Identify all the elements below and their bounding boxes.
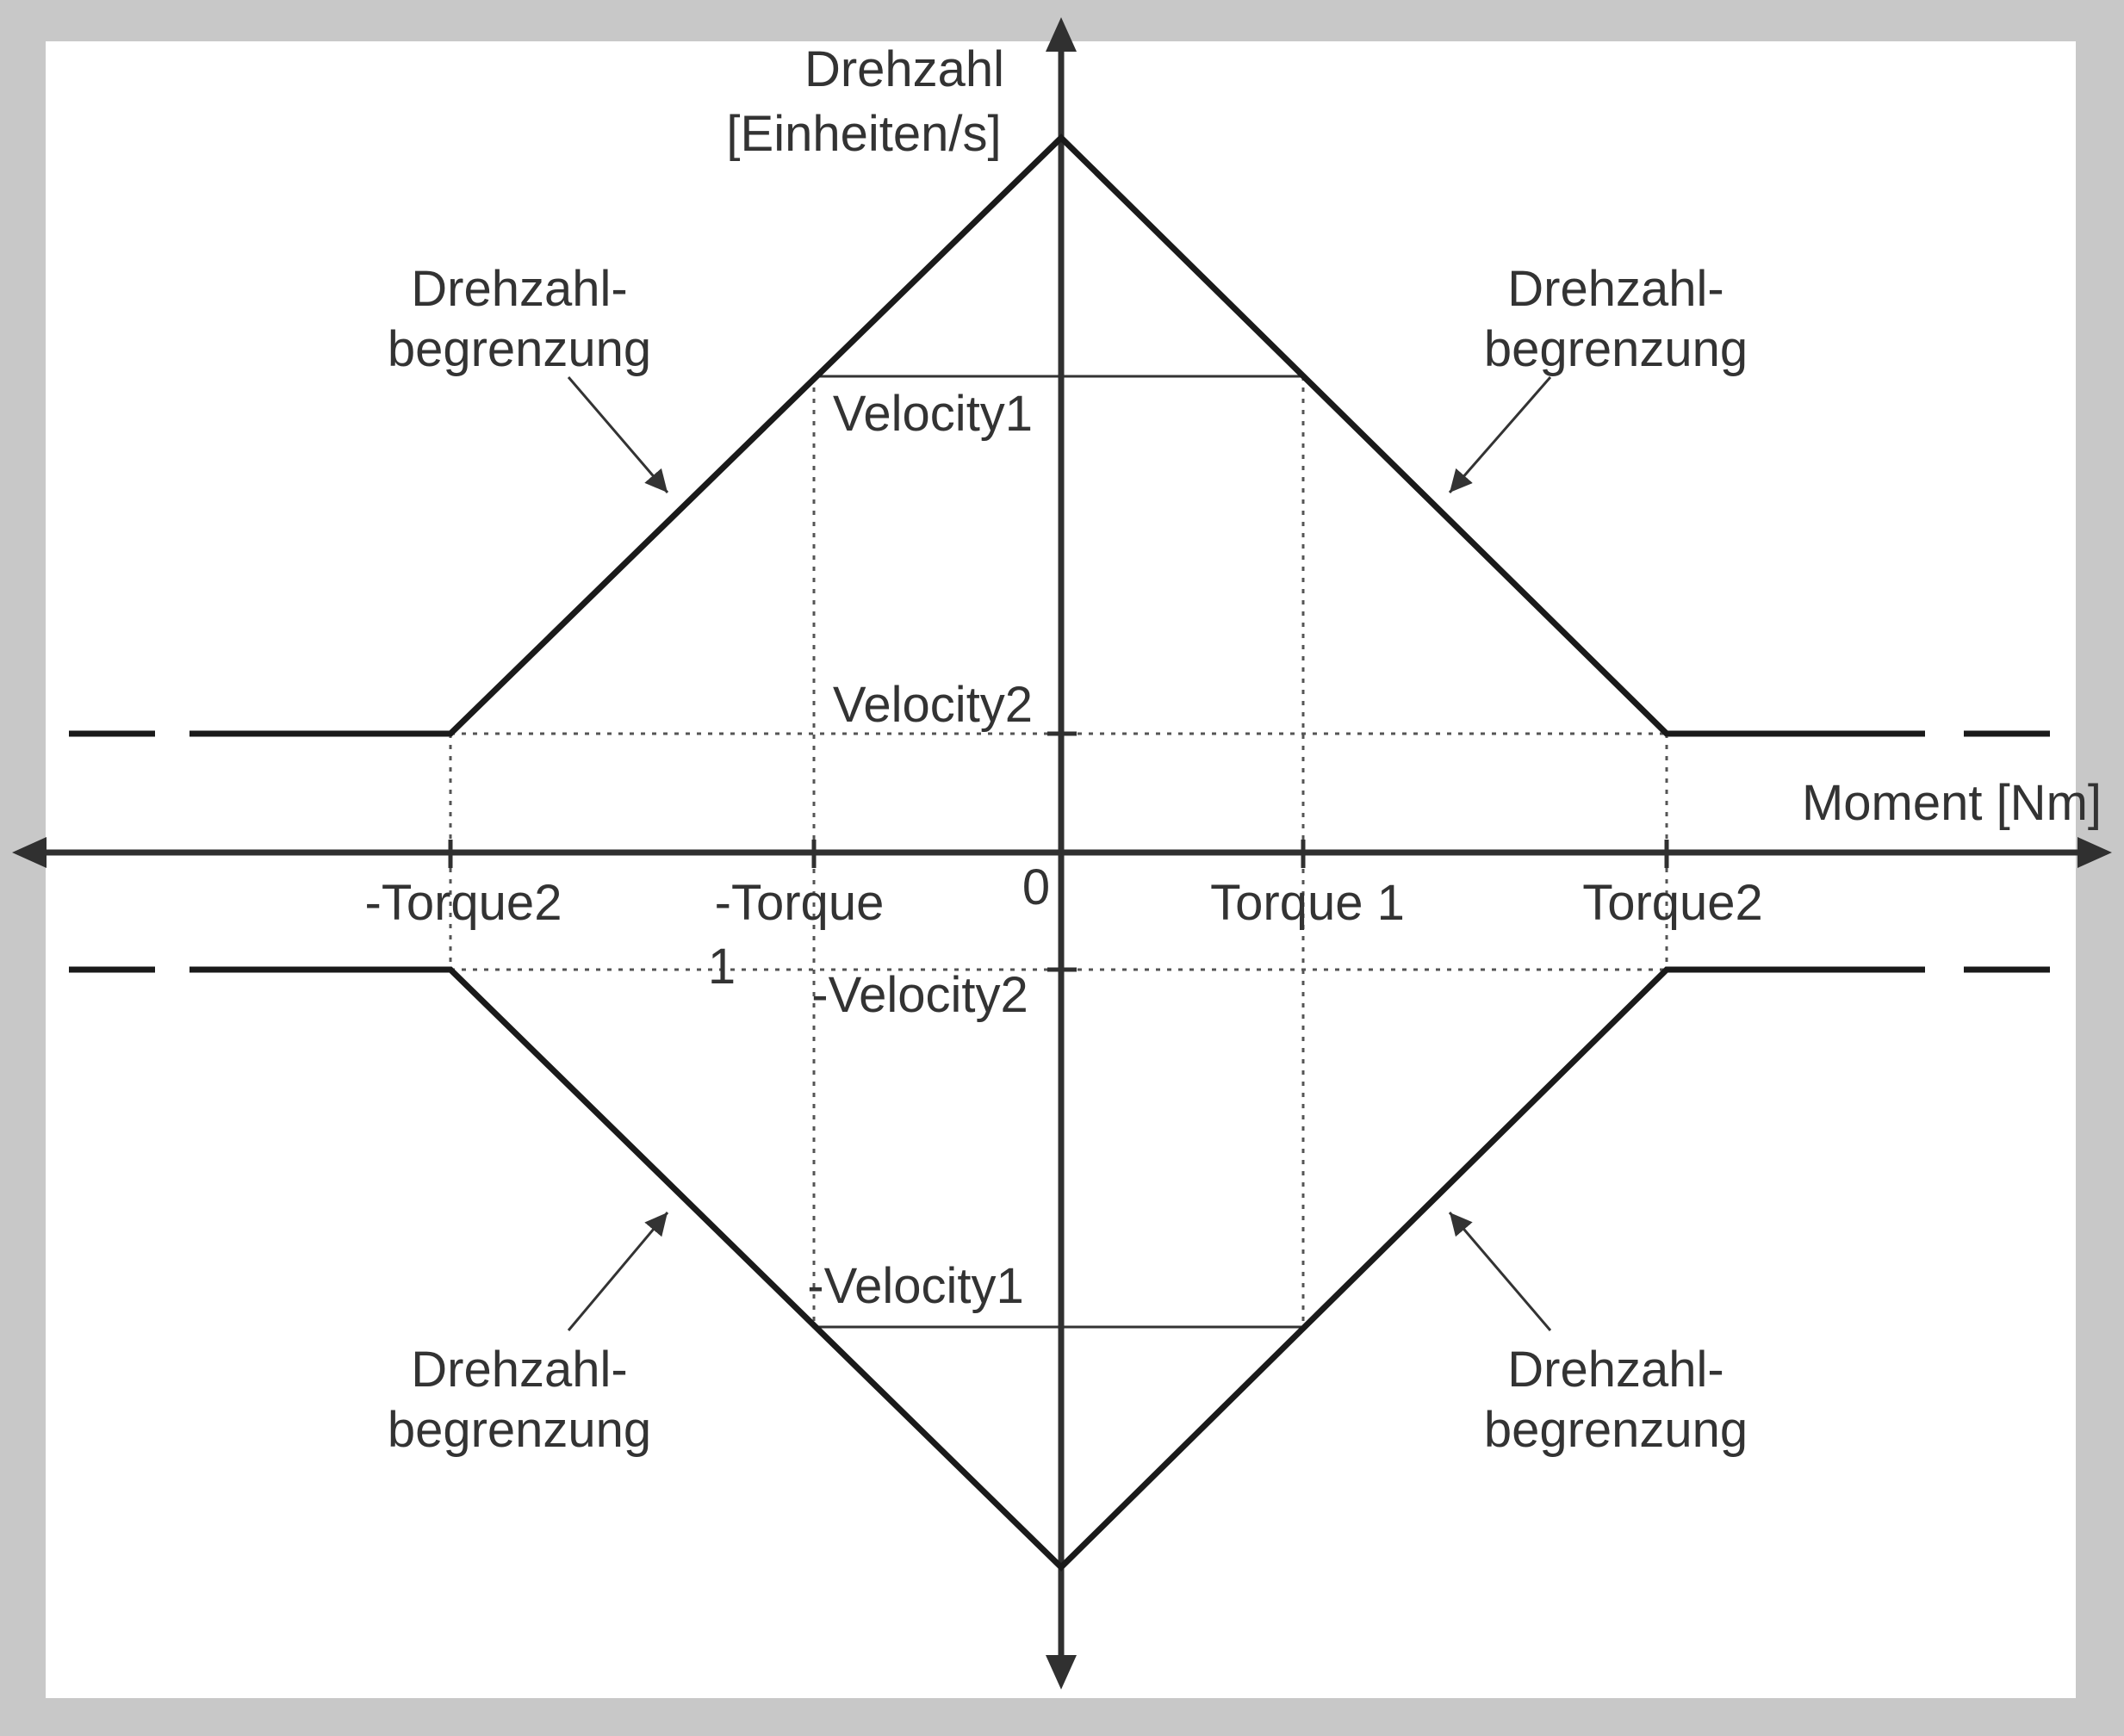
tick-label-neg-torque1-line1: -Torque	[715, 875, 885, 931]
x-axis-label: Moment [Nm]	[1802, 775, 2102, 831]
annotation-bottom-left-line1: Drehzahl-	[411, 1342, 627, 1398]
y-axis-label-line1: Drehzahl	[804, 41, 1004, 97]
origin-label: 0	[1022, 859, 1050, 915]
annotation-top-right-line2: begrenzung	[1484, 321, 1748, 377]
x-axis-arrow-right	[2077, 837, 2112, 868]
level-label-neg-velocity1: -Velocity1	[807, 1258, 1023, 1314]
annotation-pointers	[567, 376, 1552, 1331]
pointer-bottom-left	[567, 1212, 669, 1331]
annotation-bottom-right-line2: begrenzung	[1484, 1402, 1748, 1458]
annotation-top-right-line1: Drehzahl-	[1507, 261, 1723, 317]
y-ticks	[1047, 731, 1077, 972]
pointer-top-left	[567, 376, 669, 493]
dashed-continuations	[69, 730, 2050, 973]
level-label-velocity1: Velocity1	[833, 386, 1033, 442]
x-ticks	[448, 840, 1669, 868]
pointer-top-right	[1448, 376, 1552, 493]
x-axis-arrow-left	[12, 837, 47, 868]
level-label-neg-velocity2: -Velocity2	[811, 967, 1028, 1023]
tick-label-torque1: Torque 1	[1210, 875, 1405, 931]
y-axis-label-line2: [Einheiten/s]	[726, 106, 1001, 162]
annotation-bottom-left-line2: begrenzung	[388, 1402, 651, 1458]
annotation-top-left-line1: Drehzahl-	[411, 261, 627, 317]
y-axis-arrow-bottom	[1046, 1655, 1077, 1690]
pointer-bottom-right	[1448, 1212, 1552, 1331]
level-label-velocity2: Velocity2	[833, 677, 1033, 733]
tick-label-neg-torque1-line2: 1	[708, 939, 736, 995]
annotation-bottom-right-line1: Drehzahl-	[1507, 1342, 1723, 1398]
tick-label-torque2: Torque2	[1582, 875, 1763, 931]
y-axis-arrow-top	[1046, 17, 1077, 52]
annotation-top-left-line2: begrenzung	[388, 321, 651, 377]
tick-label-neg-torque2: -Torque2	[365, 875, 562, 931]
